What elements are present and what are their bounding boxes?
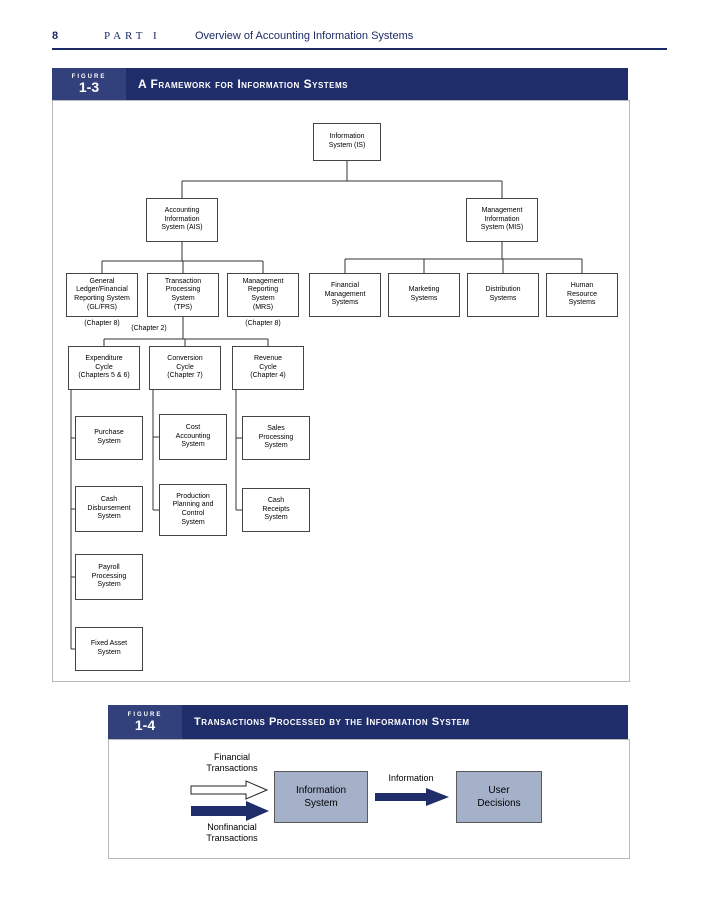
nonfinancial-transactions-arrow	[191, 801, 269, 821]
page-number: 8	[52, 30, 59, 42]
figure-1-3-header: FIGURE 1-3 A Framework for Information S…	[52, 68, 628, 100]
node-ais: Accounting Information System (AIS)	[146, 198, 218, 242]
figure-number: 1-4	[134, 716, 156, 733]
flow-arrows	[190, 780, 449, 821]
node-financial-management: Financial Management Systems	[309, 273, 381, 317]
financial-transactions-arrow	[190, 780, 269, 800]
chapter-title: Overview of Accounting Information Syste…	[195, 30, 414, 42]
connector-lines	[70, 161, 583, 650]
figure-1-4-label-box: FIGURE 1-4	[108, 705, 182, 739]
user-decisions-box: User Decisions	[456, 771, 542, 823]
node-sales-processing: Sales Processing System	[242, 416, 310, 460]
information-system-box: Information System	[274, 771, 368, 823]
node-mrs: Management Reporting System (MRS)	[227, 273, 299, 317]
node-cash-receipts: Cash Receipts System	[242, 488, 310, 532]
header-rule	[52, 48, 667, 50]
node-expenditure-cycle: Expenditure Cycle (Chapters 5 & 6)	[68, 346, 140, 390]
node-cost-accounting: Cost Accounting System	[159, 414, 227, 460]
figure-1-4-header: FIGURE 1-4 Transactions Processed by the…	[108, 705, 628, 739]
note-mrs-chapter: (Chapter 8)	[245, 320, 281, 327]
node-production-planning: Production Planning and Control System	[159, 484, 227, 536]
node-glfrs: General Ledger/Financial Reporting Syste…	[66, 273, 138, 317]
figure-1-3-diagram: Information System (IS) Accounting Infor…	[52, 100, 630, 682]
figure-1-4-diagram: Financial Transactions Nonfinancial Tran…	[108, 739, 630, 859]
node-revenue-cycle: Revenue Cycle (Chapter 4)	[232, 346, 304, 390]
node-cash-disbursement: Cash Disbursement System	[75, 486, 143, 532]
node-fixed-asset: Fixed Asset System	[75, 627, 143, 671]
figure-1-4-title: Transactions Processed by the Informatio…	[194, 716, 470, 728]
note-tps-chapter: (Chapter 2)	[131, 325, 167, 332]
node-distribution: Distribution Systems	[467, 273, 539, 317]
nonfinancial-transactions-label: Nonfinancial Transactions	[206, 822, 258, 843]
figure-1-3-title: A Framework for Information Systems	[138, 77, 349, 91]
node-information-system: Information System (IS)	[313, 123, 381, 161]
financial-transactions-label: Financial Transactions	[206, 752, 258, 773]
figure-1-3-label-box: FIGURE 1-3	[52, 68, 126, 100]
information-label: Information	[388, 773, 434, 783]
part-label: PART I	[104, 30, 161, 42]
node-payroll-processing: Payroll Processing System	[75, 554, 143, 600]
figure-label: FIGURE	[127, 711, 163, 718]
node-conversion-cycle: Conversion Cycle (Chapter 7)	[149, 346, 221, 390]
information-arrow	[375, 788, 449, 806]
node-tps: Transaction Processing System (TPS)	[147, 273, 219, 317]
note-glfrs-chapter: (Chapter 8)	[84, 320, 120, 327]
figure-label: FIGURE	[71, 73, 107, 80]
figure-number: 1-3	[78, 78, 100, 95]
node-marketing: Marketing Systems	[388, 273, 460, 317]
node-human-resource: Human Resource Systems	[546, 273, 618, 317]
node-purchase-system: Purchase System	[75, 416, 143, 460]
node-mis: Management Information System (MIS)	[466, 198, 538, 242]
